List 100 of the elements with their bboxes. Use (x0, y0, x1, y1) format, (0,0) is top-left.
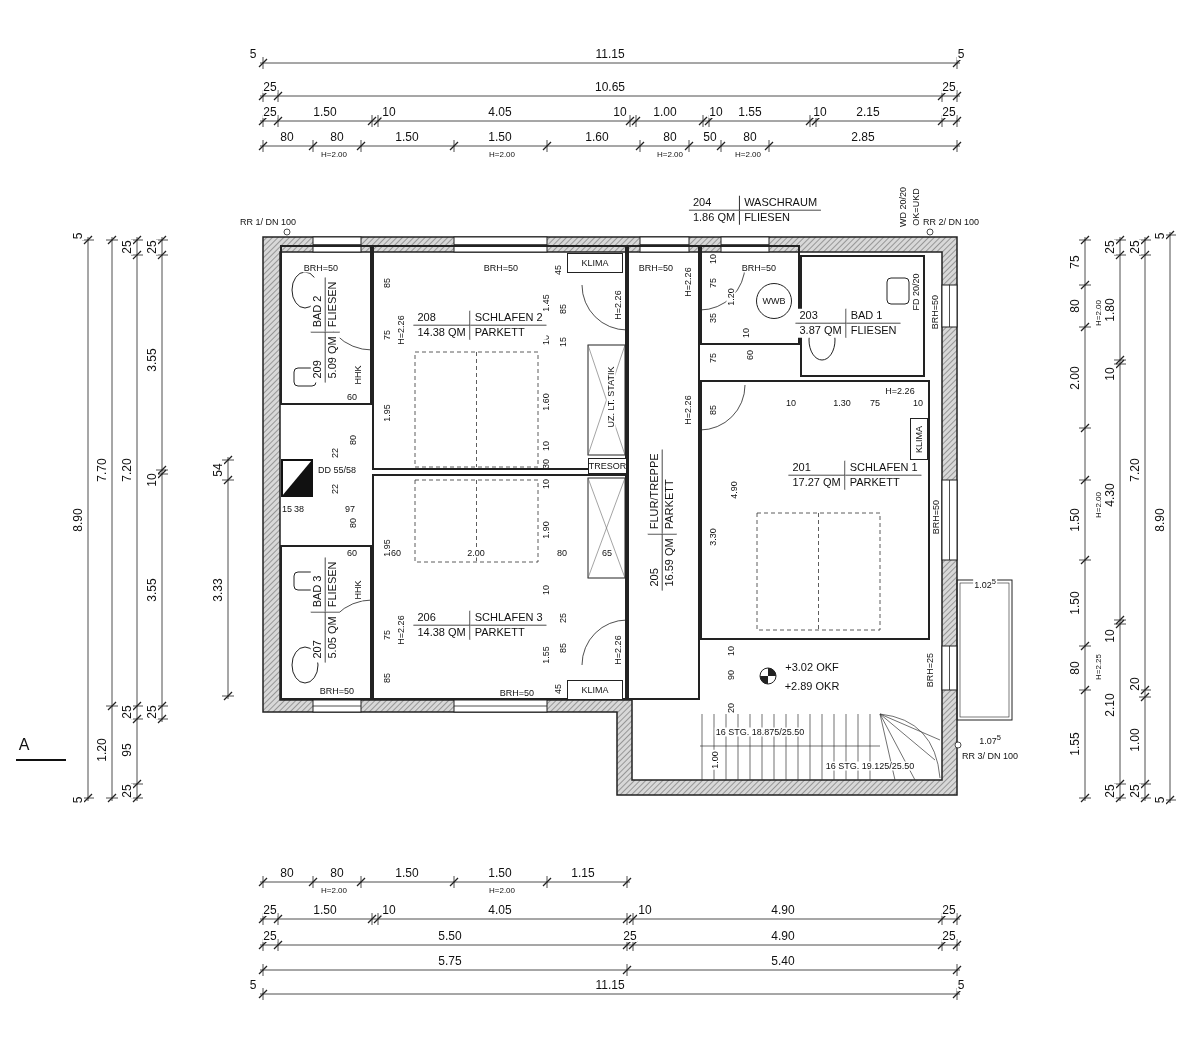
dimension-text: 10 (541, 478, 551, 490)
dimension-text: 2.00 (1069, 365, 1081, 391)
dimension-text: 54 (212, 462, 224, 478)
dimension-text: 4.90 (770, 930, 796, 942)
plan-annotation: HHK (353, 579, 363, 601)
dimension-text: 1.00 (710, 750, 720, 770)
boiler-symbol: WWB (756, 283, 792, 319)
dimension-text: 1.55 (1069, 731, 1081, 757)
dimension-text: 25 (121, 239, 133, 255)
plan-annotation: RR 2/ DN 100 (922, 217, 980, 227)
dimension-text: 4.05 (487, 904, 513, 916)
room-number: 208 (413, 310, 471, 326)
dimension-text: 85 (558, 303, 568, 315)
dimension-text: 10 (726, 645, 736, 657)
dimension-text: 2.85 (850, 131, 876, 143)
dimension-text: 4.05 (487, 106, 513, 118)
dimension-text: 1.60 (541, 392, 551, 412)
dimension-text: 75 (1069, 254, 1081, 270)
height-note: H=2.00 (734, 151, 762, 159)
dimension-text: 20 (1129, 676, 1141, 692)
dimension-text: 50 (702, 131, 718, 143)
dimension-text: 25 (262, 904, 278, 916)
plan-annotation: HHK (353, 364, 363, 386)
dimension-text: 1.50 (1069, 590, 1081, 616)
dimension-text: 80 (1069, 298, 1081, 314)
dimension-text: 25 (1129, 783, 1141, 799)
dimension-text: 5 (1154, 795, 1166, 805)
dimension-text: 1.30 (832, 398, 852, 408)
room-name: FLUR/TREPPE (647, 449, 663, 534)
plan-annotation: UZ. LT. STATIK (606, 365, 616, 429)
dimension-text: 5.75 (437, 955, 463, 967)
dimension-text: 10 (541, 584, 551, 596)
dimension-text: 10 (381, 106, 397, 118)
dimension-text: 65 (601, 548, 613, 558)
dimension-text: 80 (742, 131, 758, 143)
dimension-text: 8.90 (1154, 507, 1166, 533)
plan-annotation: BRH=50 (482, 263, 520, 273)
dimension-text: 1.50 (1069, 507, 1081, 533)
plan-annotation: WD 20/20 (898, 186, 908, 228)
dimension-text: 10 (812, 106, 828, 118)
dimension-text: 75 (869, 398, 881, 408)
room-number: 207 (310, 611, 326, 663)
dimension-text: 10 (708, 253, 718, 265)
dimension-text: 38 (293, 504, 305, 514)
room-number: 203 (795, 308, 847, 324)
dimension-text: 22 (330, 483, 340, 495)
safe-unit: TRESOR (588, 458, 627, 474)
dimension-text: 75 (708, 277, 718, 289)
dimension-text: 25 (941, 930, 957, 942)
dimension-text: 25 (1129, 239, 1141, 255)
dimension-text: 85 (708, 404, 718, 416)
dimension-text: 5 (956, 48, 966, 60)
dimension-text: 15 (558, 336, 568, 348)
dimension-text: 10 (708, 106, 724, 118)
dimension-text: 5 (1154, 231, 1166, 241)
room-name: SCHLAFEN 1 (845, 460, 922, 476)
dimension-text: 7.20 (1129, 457, 1141, 483)
dimension-text: 25 (622, 930, 638, 942)
dimension-text: 80 (329, 867, 345, 879)
dimension-text: 75 (708, 352, 718, 364)
level-mark-text: +3.02 OKF (784, 661, 840, 673)
dimension-text: 1.55 (541, 645, 551, 665)
air-conditioner-unit: KLIMA (910, 418, 928, 460)
room-number: 201 (788, 460, 846, 476)
dimension-text: 25 (146, 704, 158, 720)
dimension-text: 1.80 (1104, 297, 1116, 323)
plan-annotation: RR 3/ DN 100 (961, 751, 1019, 761)
dimension-text: 25 (941, 81, 957, 93)
dimension-text: 1.55 (737, 106, 763, 118)
dimension-text: 11.15 (594, 48, 626, 60)
dimension-text: 5 (248, 979, 258, 991)
room-name: BAD 1 (846, 308, 901, 324)
section-label: A (17, 737, 31, 753)
dimension-text: 3.33 (212, 577, 224, 603)
dimension-text: 10 (146, 472, 158, 488)
dimension-text: 75 (382, 329, 392, 341)
dimension-text: 5 (956, 979, 966, 991)
dimension-text: 22 (330, 447, 340, 459)
dimension-text: 1.50 (394, 867, 420, 879)
plan-annotation: BRH=50 (740, 263, 778, 273)
room-number: 204 (688, 195, 741, 211)
dimension-text: 2.00 (466, 548, 486, 558)
dimension-text: 95 (121, 742, 133, 758)
dimension-text: 7.20 (121, 457, 133, 483)
dimension-text: 60 (745, 349, 755, 361)
dimension-text: 1.60 (584, 131, 610, 143)
plan-annotation: OK=UKD (911, 187, 921, 227)
dimension-text: 1.02$^{5}$ (973, 578, 997, 590)
dimension-text: 5 (72, 231, 84, 241)
plan-annotation: DD 55/58 (317, 465, 357, 475)
dimension-text: 10 (637, 904, 653, 916)
dimension-text: 80 (329, 131, 345, 143)
room-number: 206 (413, 610, 471, 626)
dimension-text: 10 (1104, 366, 1116, 382)
dimension-text: 60 (390, 548, 402, 558)
room-outline (280, 245, 372, 405)
room-number: 209 (310, 331, 326, 383)
dimension-text: 25 (941, 106, 957, 118)
dimension-text: 1.45 (541, 293, 551, 313)
level-mark-text: +2.89 OKR (783, 680, 841, 692)
